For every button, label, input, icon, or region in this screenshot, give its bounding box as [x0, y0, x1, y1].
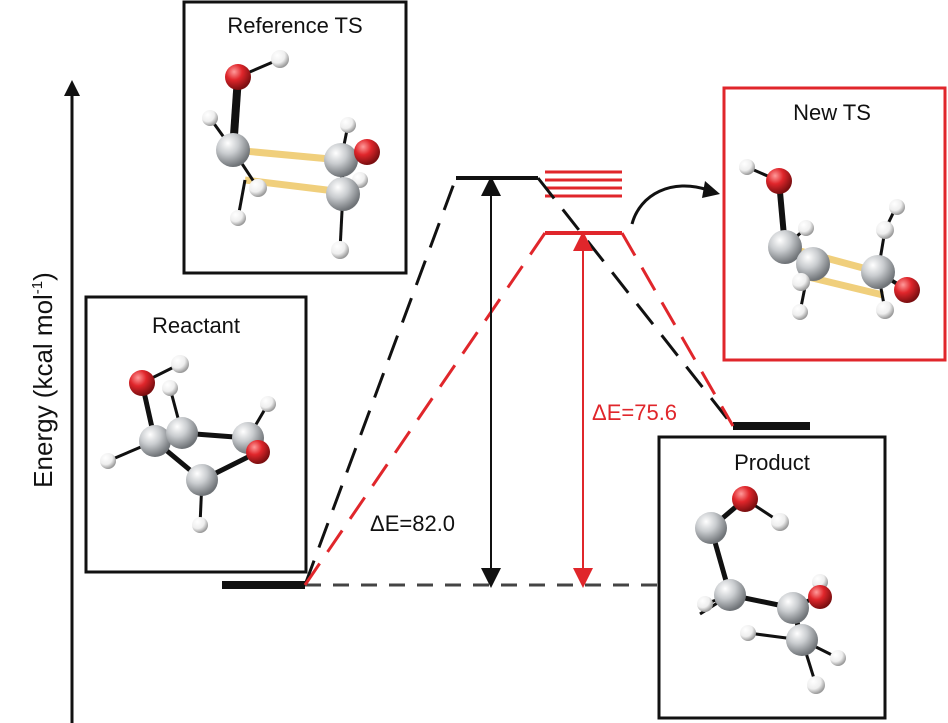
reference-path-rise: [303, 177, 458, 586]
reactant-box: Reactant: [84, 295, 308, 574]
reference-ts-title: Reference TS: [227, 13, 362, 38]
reference-barrier-label: ΔE=82.0: [370, 511, 455, 536]
new-barrier-label: ΔE=75.6: [592, 400, 677, 425]
new-ts-pointer-arrow: [630, 184, 709, 225]
product-title: Product: [734, 450, 810, 475]
reference-ts-box: Reference TS: [182, 0, 408, 275]
reactant-title: Reactant: [152, 313, 240, 338]
reference-ts-molecule: [202, 50, 380, 259]
reactant-molecule: [100, 355, 276, 533]
energy-axis-arrowhead: [64, 80, 80, 96]
new-ts-box: New TS: [722, 86, 947, 362]
reference-path-fall: [536, 177, 735, 427]
new-ts-title: New TS: [793, 100, 871, 125]
new-path-fall: [620, 232, 735, 427]
new-ts-degenerate-levels: [545, 170, 622, 198]
new-path-rise: [303, 232, 547, 586]
new-ts-pointer-arrowhead: [702, 181, 720, 198]
product-box: Product: [657, 435, 887, 720]
product-molecule: [695, 486, 846, 694]
energy-axis-label: Energy (kcal mol-1): [28, 272, 58, 488]
new-ts-molecule: [739, 159, 920, 320]
